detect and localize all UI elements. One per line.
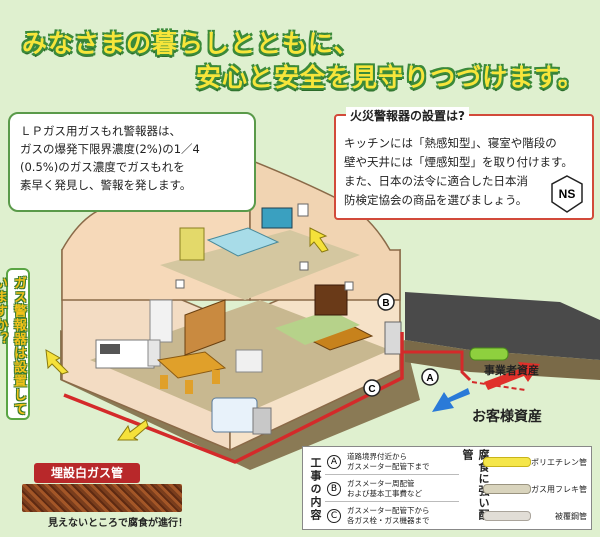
pointer-arrow-buried-pipe xyxy=(117,419,149,441)
customer-asset-label: お客様資産 xyxy=(472,409,542,425)
water-heater xyxy=(252,407,272,435)
fire-alarm-bedroom xyxy=(297,203,309,217)
dining-chair xyxy=(160,375,168,389)
legend-pipe-label: ガス用フレキ管 xyxy=(531,485,587,494)
legend-pipe-row: 被覆鋼管 xyxy=(479,503,591,529)
legend-row-code: B xyxy=(327,482,341,496)
marker-a: A xyxy=(421,368,439,386)
service-gas-pipe xyxy=(402,350,472,382)
ns-certification-badge: NS xyxy=(551,175,583,213)
legend-row-desc-line: および基本工事費など xyxy=(347,489,422,498)
legend-pipe-label: 被覆鋼管 xyxy=(555,512,587,521)
customer-asset-arrow xyxy=(432,388,470,412)
legend-row-code: A xyxy=(327,455,341,469)
washing-machine xyxy=(235,349,263,373)
fire-alarm-living xyxy=(344,281,354,291)
fire-alarm-note-title: 火災警報器の設置は? xyxy=(346,107,469,126)
fire-alarm-stair xyxy=(175,279,185,289)
legend-row: C ガスメーター配管下から各ガス栓・ガス機器まで xyxy=(325,503,459,529)
bed xyxy=(206,227,280,257)
pointer-arrow-kitchen-alarm xyxy=(45,349,69,375)
gas-alarm-note-line: 素早く発見し、警報を発します。 xyxy=(20,178,192,192)
legend-row-desc: ガスメーター周配管および基本工事費など xyxy=(347,479,422,499)
headline-line-1: みなさまの暮らしとともに、 xyxy=(22,29,360,58)
gas-alarm-note-line: ガスの爆発下限界濃度(2%)の1／4 xyxy=(20,142,200,156)
dining-chair xyxy=(185,380,193,394)
headline-line-2: 安心と安全を見守りつづけます。 xyxy=(196,63,584,92)
gas-alarm-note-line: ＬＰガス用ガスもれ警報器は、 xyxy=(20,124,181,138)
dresser xyxy=(314,284,348,316)
refrigerator xyxy=(149,299,173,343)
fire-alarm-note-line: 防検定協会の商品を選びましょう。 xyxy=(344,193,528,207)
legend-section-title: 工事の内容 xyxy=(309,457,322,522)
buried-pipe-tag: 埋設白ガス管 xyxy=(34,463,140,483)
fire-alarm-note: 火災警報器の設置は? キッチンには「熱感知型」、寝室や階段の 壁や天井には「煙感… xyxy=(334,107,594,220)
legend-row-desc: 道路境界付近からガスメーター配管下まで xyxy=(347,452,430,472)
corrosion-caption: 見えないところで腐食が進行！ xyxy=(48,518,188,529)
corroded-pipe-image xyxy=(22,484,182,512)
dining-table xyxy=(156,351,227,379)
upper-floor xyxy=(160,230,360,300)
legend-row-desc-line: ガスメーター周配管 xyxy=(347,479,415,488)
marker-c-label: C xyxy=(368,384,375,395)
ns-badge-text: NS xyxy=(559,187,576,201)
wall-picture xyxy=(261,207,293,229)
gas-alarm-note-line: (0.5%)のガス濃度でガスもれを xyxy=(20,160,185,174)
resident-asset-label: 事業者資産 xyxy=(484,364,539,377)
fire-alarm-hall xyxy=(299,261,309,271)
flexible-pipe-swatch xyxy=(483,484,531,494)
gas-alarm-note: ＬＰガス用ガスもれ警報器は、 ガスの爆発下限界濃度(2%)の1／4 (0.5%)… xyxy=(8,112,256,212)
fire-alarm-note-line: キッチンには「熱感知型」、寝室や階段の xyxy=(344,136,557,150)
legend-pipe-row: ポリエチレン管 xyxy=(479,449,591,475)
kitchen-cabinet xyxy=(147,339,161,367)
staircase xyxy=(184,299,226,356)
polyethylene-pipe-swatch xyxy=(483,457,531,467)
polyethylene-main xyxy=(469,347,509,361)
indoor-gas-pipe xyxy=(63,332,404,464)
work-content-legend: 工事の内容 A 道路境界付近からガスメーター配管下まで B ガスメーター周配管お… xyxy=(302,446,592,530)
legend-row: B ガスメーター周配管および基本工事費など xyxy=(325,476,459,502)
marker-a-label: A xyxy=(426,373,433,384)
legend-row-desc: ガスメーター配管下から各ガス栓・ガス機器まで xyxy=(347,506,430,526)
fire-alarm-note-line: 壁や天井には「煙感知型」を取り付けます。 xyxy=(344,155,573,169)
marker-c: C xyxy=(363,379,381,397)
legend-row-desc-line: ガスメーター配管下から xyxy=(347,506,430,515)
gas-meter xyxy=(384,321,402,355)
ground-foundation xyxy=(60,330,420,470)
legend-row-desc-line: ガスメーター配管下まで xyxy=(347,462,430,471)
gas-alarm-question: ガス警報器は設置していますか？ xyxy=(0,268,30,420)
coated-steel-pipe-swatch xyxy=(483,511,531,521)
marker-b-label: B xyxy=(382,298,389,309)
pointer-arrow-fire-alarm xyxy=(309,227,329,253)
road-surface xyxy=(405,292,600,360)
tatami-mat xyxy=(275,310,360,345)
kitchen-stove xyxy=(100,344,120,354)
legend-row-desc-line: 各ガス栓・ガス機器まで xyxy=(347,516,430,525)
legend-row: A 道路境界付近からガスメーター配管下まで xyxy=(325,449,459,475)
legend-pipe-row: ガス用フレキ管 xyxy=(479,476,591,502)
legend-row-desc-line: 道路境界付近から xyxy=(347,452,407,461)
property-boundary xyxy=(471,381,526,391)
bathtub xyxy=(211,397,258,433)
fire-alarm-note-line: また、日本の法令に適合した日本消 xyxy=(344,174,528,188)
marker-b: B xyxy=(377,293,395,311)
wardrobe xyxy=(179,227,205,261)
dining-chair xyxy=(212,370,220,384)
legend-pipe-label: ポリエチレン管 xyxy=(531,458,587,467)
resident-asset-arrow xyxy=(484,362,540,390)
legend-row-code: C xyxy=(327,509,341,523)
